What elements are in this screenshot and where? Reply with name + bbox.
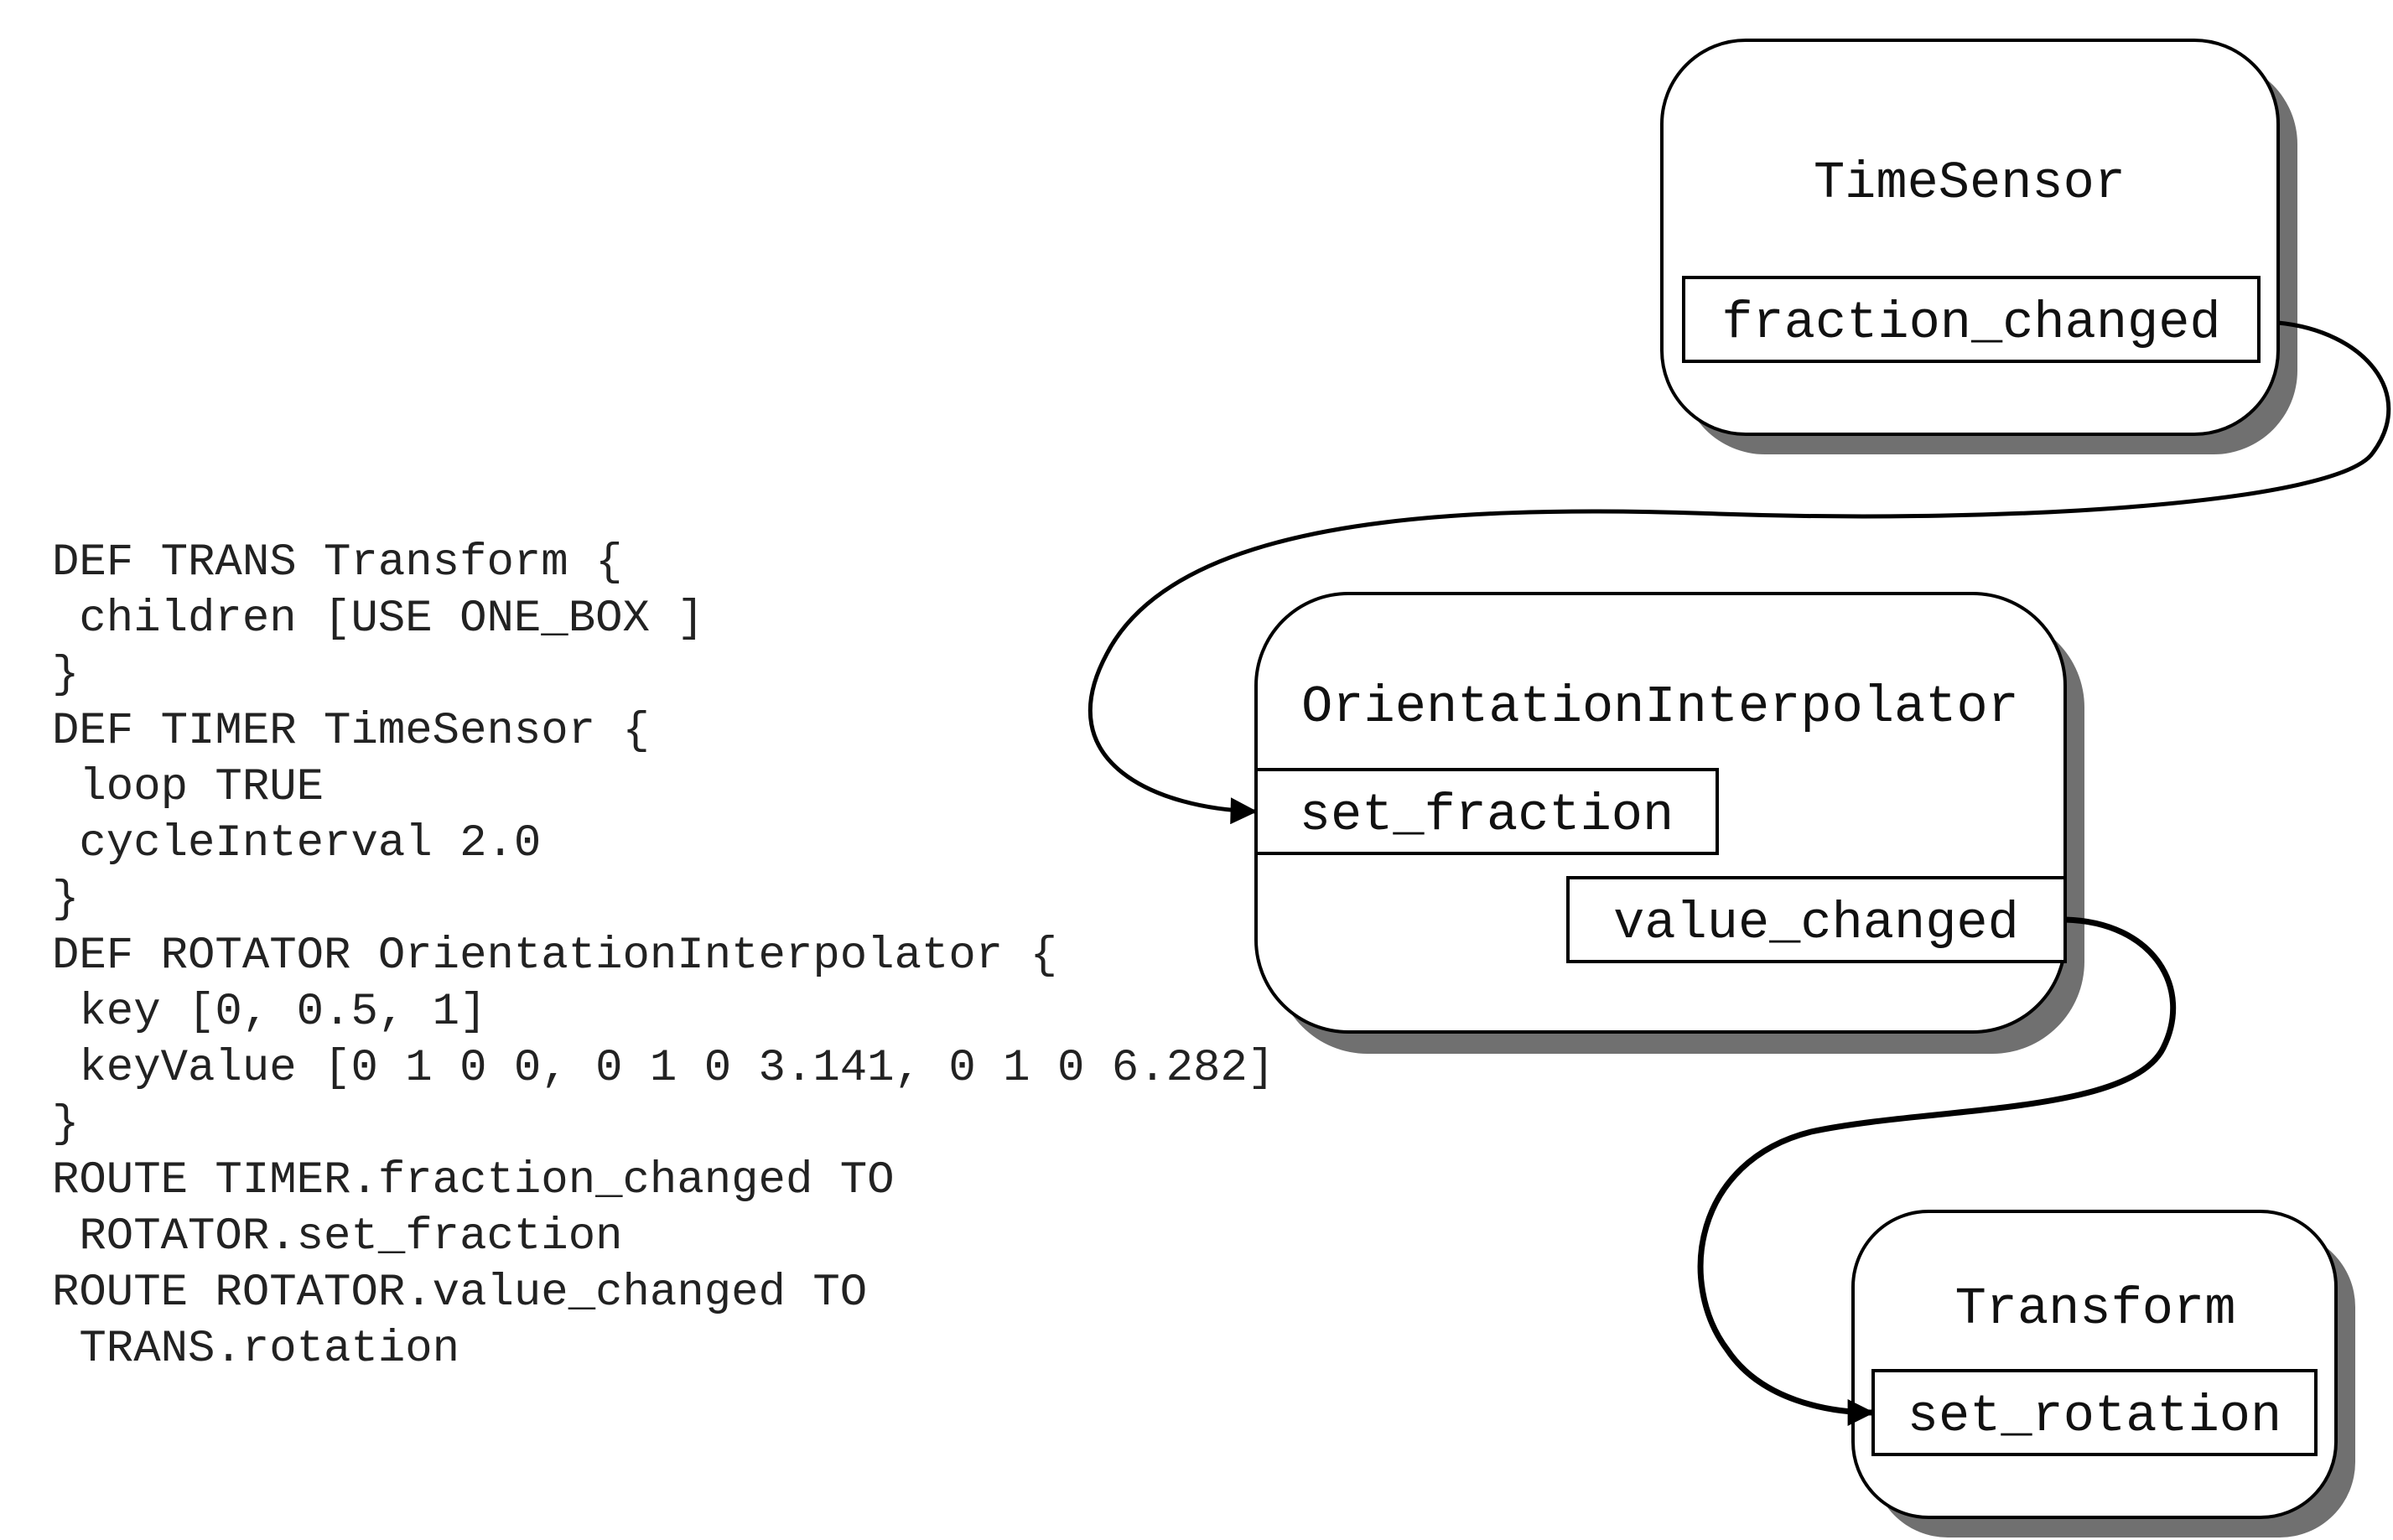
transform-node: Transform set_rotation	[1851, 1210, 2355, 1537]
port-box	[1566, 876, 2067, 963]
code-line: DEF TRANS Transform {	[52, 537, 623, 589]
orientation-interpolator-node: OrientationInterpolator set_fraction val…	[1254, 592, 2084, 1054]
code-line: DEF ROTATOR OrientationInterpolator {	[52, 931, 1057, 982]
code-line: ROUTE TIMER.fraction_changed TO	[52, 1155, 895, 1206]
node-title: Transform	[1955, 1279, 2236, 1339]
node-frame	[1660, 39, 2280, 436]
node-frame	[1851, 1210, 2338, 1519]
port-label-fraction-changed: fraction_changed	[1721, 293, 2220, 353]
node-title: OrientationInterpolator	[1301, 677, 2019, 737]
code-line: }	[52, 650, 79, 701]
code-line: cycleInterval 2.0	[52, 818, 541, 869]
route-arrow-value	[1697, 916, 2177, 1426]
code-line: TRANS.rotation	[52, 1324, 459, 1375]
code-listing: DEF TRANS Transform { children [USE ONE_…	[52, 537, 1274, 1375]
code-line: DEF TIMER TimeSensor {	[52, 706, 650, 757]
port-label-set-fraction: set_fraction	[1300, 786, 1674, 845]
code-line: key [0, 0.5, 1]	[52, 987, 486, 1038]
code-line: ROTATOR.set_fraction	[52, 1211, 623, 1263]
code-line: ROUTE ROTATOR.value_changed TO	[52, 1268, 867, 1319]
code-line: }	[52, 874, 79, 926]
code-line: loop TRUE	[52, 762, 324, 813]
timesensor-node: TimeSensor fraction_changed	[1660, 39, 2297, 454]
port-label-value-changed: value_changed	[1613, 894, 2019, 953]
node-title: TimeSensor	[1814, 153, 2126, 213]
route-arrow-fraction	[1087, 320, 2391, 825]
code-line: keyValue [0 1 0 0, 0 1 0 3.141, 0 1 0 6.…	[52, 1043, 1274, 1094]
port-box	[1871, 1369, 2318, 1456]
port-label-set-rotation: set_rotation	[1908, 1387, 2281, 1446]
code-line: }	[52, 1099, 79, 1150]
port-box	[1682, 276, 2261, 363]
code-line: children [USE ONE_BOX ]	[52, 594, 704, 645]
